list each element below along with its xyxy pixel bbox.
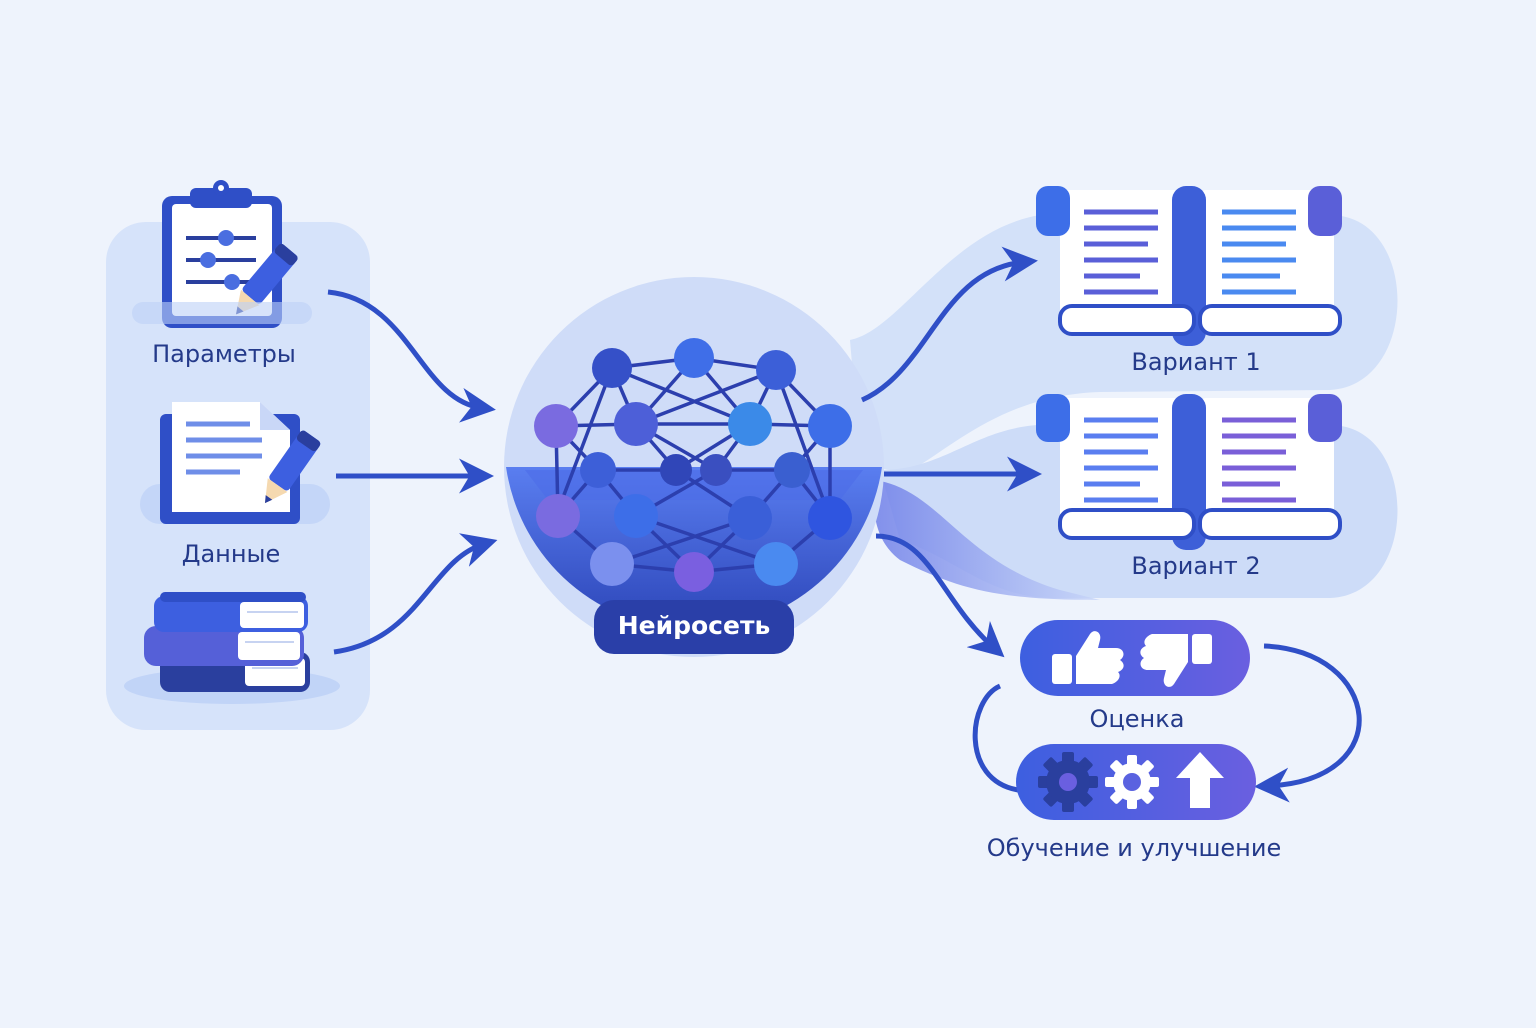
arrow-parameters-to-network — [327, 289, 496, 423]
books-icon — [124, 592, 340, 704]
training-label: Обучение и улучшение — [987, 834, 1281, 862]
gear-icon — [1038, 752, 1098, 812]
document-edit-icon — [140, 402, 330, 524]
thumbs-down-icon — [1140, 634, 1212, 687]
clipboard-sliders-icon — [132, 180, 312, 328]
input-label-parameters: Параметры — [152, 340, 296, 368]
gear-icon-small — [1105, 755, 1159, 809]
loop-arrow-right — [1254, 643, 1362, 803]
arrow-up-icon — [1176, 752, 1224, 808]
thumbs-up-icon — [1052, 631, 1124, 684]
scroll-pages-icon-1 — [1036, 186, 1342, 346]
loop-arrow-left — [972, 683, 1019, 793]
rating-pill — [1020, 620, 1250, 696]
arrow-network-to-variant-1 — [860, 246, 1038, 403]
arrow-network-to-rating — [875, 533, 1005, 658]
network-label: Нейросеть — [618, 611, 771, 640]
neural-network-icon — [504, 277, 884, 657]
variant-2-label: Вариант 2 — [1131, 552, 1260, 580]
scroll-pages-icon-2 — [1036, 394, 1342, 550]
variant-1-label: Вариант 1 — [1131, 348, 1260, 376]
input-label-data: Данные — [182, 540, 281, 568]
rating-label: Оценка — [1090, 705, 1185, 733]
training-pill — [1016, 744, 1256, 820]
arrow-books-to-network — [333, 533, 498, 655]
